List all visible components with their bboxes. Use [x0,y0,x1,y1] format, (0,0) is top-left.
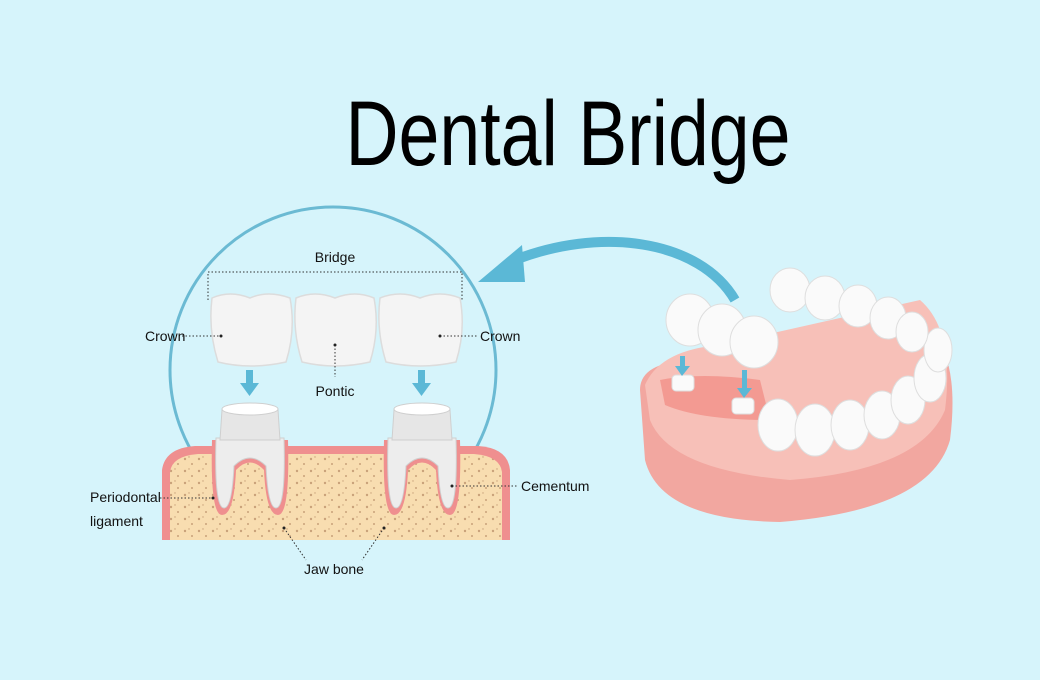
label-pontic: Pontic [316,383,355,399]
bridge-crowns [210,293,463,367]
page-title: Dental Bridge [346,83,791,185]
down-arrow-icons [240,370,431,396]
crown-left [210,293,293,367]
label-cementum: Cementum [521,478,589,494]
curved-arrow-icon [478,236,740,303]
label-crown-left: Crown [145,328,185,344]
bridge-bracket [207,271,463,300]
label-periodontal-line1: Periodontal [90,489,161,505]
abutment-tooth-left [211,402,289,515]
label-jaw-bone: Jaw bone [304,561,364,577]
crown-right [378,293,463,367]
lower-jaw-illustration [640,267,953,522]
jaw-bone [170,454,502,540]
pontic-tooth [294,293,377,367]
abutment-tooth-right [383,402,461,515]
label-crown-right: Crown [480,328,520,344]
label-periodontal-line2: ligament [90,513,143,529]
label-bridge: Bridge [315,249,356,265]
